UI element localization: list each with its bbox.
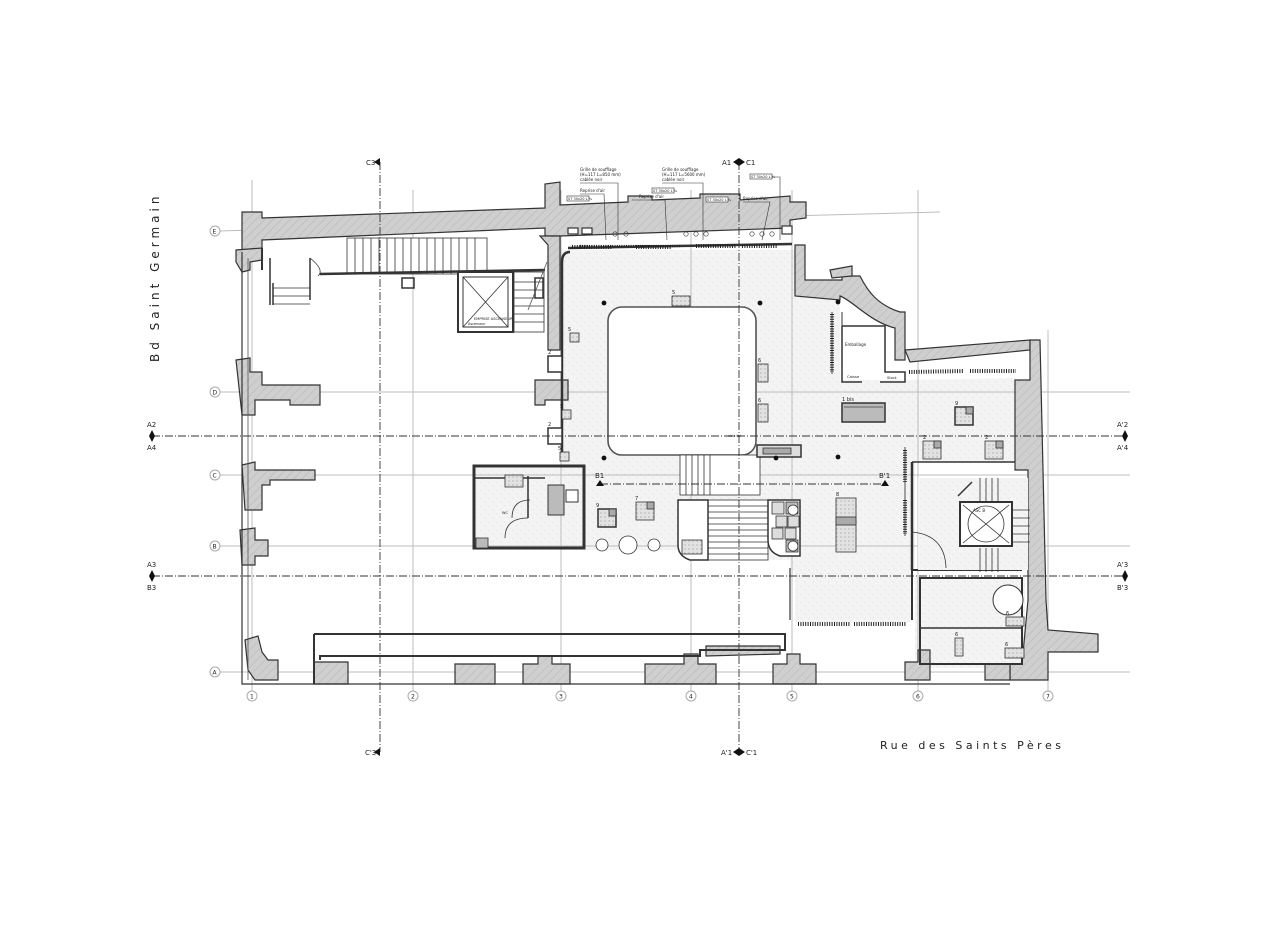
svg-text:1 bis: 1 bis xyxy=(842,397,854,403)
svg-text:6: 6 xyxy=(1006,611,1009,617)
back-office: Emballage Caisse Stock xyxy=(841,312,906,383)
svg-text:2: 2 xyxy=(411,694,415,701)
svg-text:D: D xyxy=(213,390,218,397)
street-label-bd-saint-germain: Bd Saint Germain xyxy=(148,192,162,362)
svg-text:3: 3 xyxy=(559,694,563,701)
svg-text:B3: B3 xyxy=(147,584,156,592)
elevator-main-sublabel: Ascenseur xyxy=(468,322,486,326)
svg-text:6: 6 xyxy=(955,632,958,638)
atrium-void: vide tbl xyxy=(607,306,757,456)
svg-text:B1: B1 xyxy=(595,472,604,480)
furniture: 5 6 6 5 2 5 2 5 9 7 8 1 bis 9 2 2 xyxy=(547,290,1025,659)
columns xyxy=(601,299,841,461)
svg-text:2: 2 xyxy=(923,435,926,441)
hvac-annotations: Grille de soufflage (H=117 L=850 mm) cab… xyxy=(566,167,793,241)
svg-text:1: 1 xyxy=(250,694,254,701)
walls xyxy=(235,181,1099,685)
section-lines xyxy=(152,162,1125,752)
room-emballage: Emballage xyxy=(845,342,867,347)
svg-text:Grille de soufflage: Grille de soufflage xyxy=(662,167,699,172)
svg-text:9: 9 xyxy=(596,503,599,509)
svg-text:C'3: C'3 xyxy=(365,749,376,757)
elevator-b-label: ASC B xyxy=(973,508,985,513)
svg-text:7: 7 xyxy=(1046,694,1050,701)
svg-text:Reprise d'air: Reprise d'air xyxy=(743,196,768,201)
svg-text:Reprise d'air: Reprise d'air xyxy=(639,194,664,199)
svg-text:Reprise d'air: Reprise d'air xyxy=(580,188,605,193)
stair-north xyxy=(272,237,546,305)
section-markers xyxy=(149,158,1128,756)
svg-text:9: 9 xyxy=(955,401,958,407)
svg-text:A'4: A'4 xyxy=(1117,444,1129,452)
svg-text:A4: A4 xyxy=(147,444,157,452)
svg-text:(H=117 L=850 mm): (H=117 L=850 mm) xyxy=(580,172,621,177)
grid-bubbles: E D C B A 1 2 3 4 5 6 7 xyxy=(209,225,1054,702)
svg-text:B'3: B'3 xyxy=(1117,584,1128,592)
svg-text:5: 5 xyxy=(790,694,794,701)
svg-text:5: 5 xyxy=(568,327,571,333)
svg-text:2: 2 xyxy=(548,350,551,356)
svg-text:A'1: A'1 xyxy=(721,749,732,757)
display-racks xyxy=(572,244,1016,626)
svg-text:C1: C1 xyxy=(746,159,755,167)
svg-text:cablée noir: cablée noir xyxy=(662,177,685,182)
room-stock: Stock xyxy=(887,376,898,380)
svg-text:A'2: A'2 xyxy=(1117,421,1128,429)
svg-text:ST 30x20 L ¾: ST 30x20 L ¾ xyxy=(751,175,776,179)
svg-text:ST 30x20 L ¾: ST 30x20 L ¾ xyxy=(568,197,593,201)
wc-label: WC xyxy=(502,511,508,515)
stair-service xyxy=(513,261,548,333)
svg-text:6: 6 xyxy=(916,694,920,701)
svg-text:Grille de soufflage: Grille de soufflage xyxy=(580,167,617,172)
elevator-main: EMPRISE ASCENSEUR Ascenseur xyxy=(457,271,514,333)
svg-text:6: 6 xyxy=(758,358,761,364)
svg-text:6: 6 xyxy=(758,398,761,404)
elevator-main-label: EMPRISE ASCENSEUR xyxy=(474,317,513,321)
svg-text:C'1: C'1 xyxy=(746,749,757,757)
svg-text:7: 7 xyxy=(635,496,638,502)
svg-text:6: 6 xyxy=(1005,642,1008,648)
svg-text:2: 2 xyxy=(985,435,988,441)
svg-text:A3: A3 xyxy=(147,561,156,569)
svg-text:B: B xyxy=(213,544,217,551)
svg-text:(H=117 L=5600 mm): (H=117 L=5600 mm) xyxy=(662,172,706,177)
svg-text:B'1: B'1 xyxy=(879,472,890,480)
svg-text:ST 30x20 L ¾: ST 30x20 L ¾ xyxy=(707,198,732,202)
svg-text:cablée noir: cablée noir xyxy=(580,177,603,182)
svg-text:ST 30x20 L ¾: ST 30x20 L ¾ xyxy=(653,189,678,193)
svg-text:A: A xyxy=(213,670,218,677)
svg-text:5: 5 xyxy=(558,446,561,452)
stair-central xyxy=(677,444,802,561)
svg-text:4: 4 xyxy=(689,694,693,701)
section-labels: C3 C'3 A1 C1 A'1 C'1 A2 A4 A'2 A'4 A3 B3… xyxy=(147,159,1129,757)
elevator-b: ASC B xyxy=(911,478,1030,616)
wc-block: WC xyxy=(472,464,586,550)
svg-text:2: 2 xyxy=(548,422,551,428)
svg-text:8: 8 xyxy=(836,492,839,498)
svg-text:5: 5 xyxy=(560,404,563,410)
svg-text:E: E xyxy=(213,229,217,236)
svg-text:C: C xyxy=(213,473,217,480)
svg-text:A1: A1 xyxy=(722,159,731,167)
svg-text:C3: C3 xyxy=(366,159,375,167)
street-label-rue-des-saints-peres: Rue des Saints Pères xyxy=(880,739,1065,752)
room-caisse: Caisse xyxy=(847,374,860,379)
svg-text:5: 5 xyxy=(672,290,675,296)
svg-text:A'3: A'3 xyxy=(1117,561,1128,569)
svg-text:A2: A2 xyxy=(147,421,156,429)
